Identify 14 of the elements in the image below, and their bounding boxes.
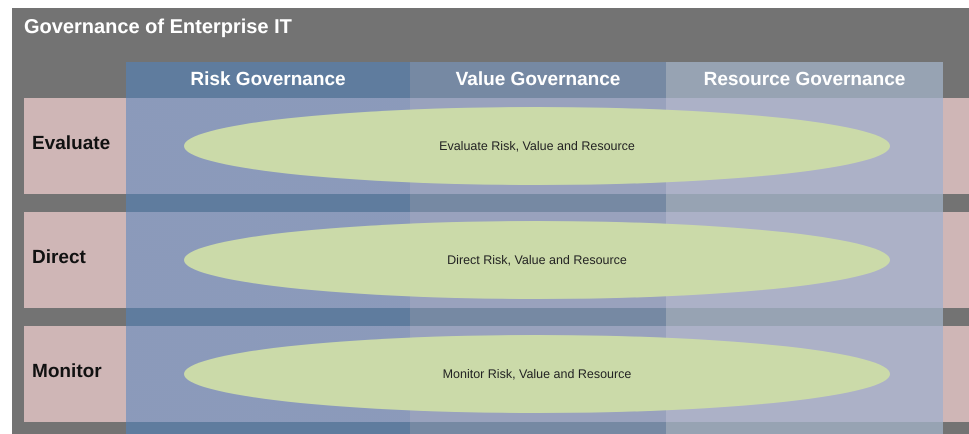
ellipse-label: Monitor Risk, Value and Resource [442, 367, 632, 381]
ellipse-label: Evaluate Risk, Value and Resource [439, 139, 635, 153]
row-heading: Direct [32, 247, 86, 269]
row-heading: Evaluate [32, 133, 110, 155]
panel-title: Governance of Enterprise IT [24, 16, 292, 39]
ellipse-label: Direct Risk, Value and Resource [447, 253, 627, 267]
row-heading: Monitor [32, 361, 102, 383]
row-band [24, 212, 969, 308]
governance-panel [12, 8, 969, 434]
column-heading: Risk Governance [189, 69, 347, 91]
row-band [24, 326, 969, 422]
column-heading: Resource Governance [702, 69, 906, 91]
column-heading: Value Governance [454, 69, 622, 91]
row-band [24, 98, 969, 194]
